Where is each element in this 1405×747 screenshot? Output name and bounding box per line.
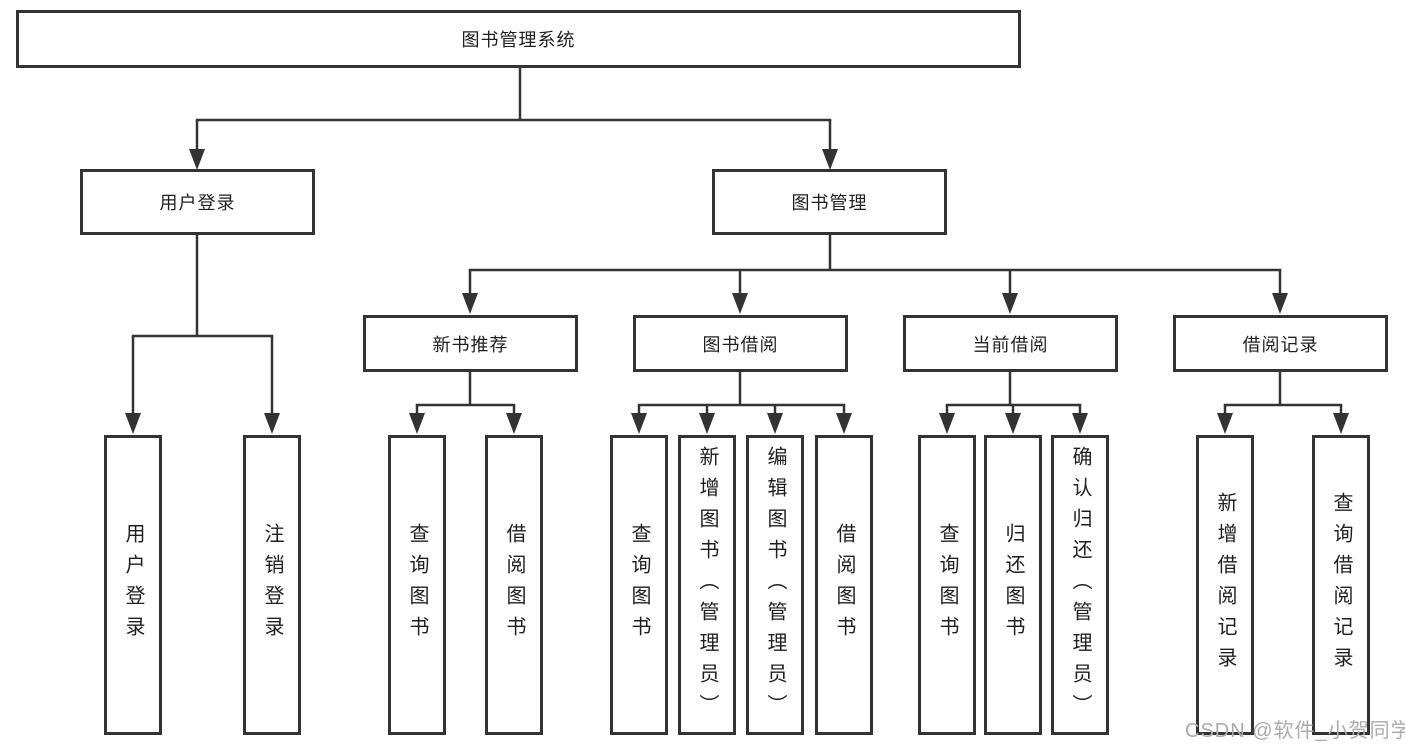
leaf-add-borrow-record: 新增借阅记录 (1196, 435, 1254, 735)
leaf-logout-label: 注销登录 (261, 523, 283, 647)
leaf-query-books-current-label: 查询图书 (936, 523, 958, 647)
node-user-login: 用户登录 (80, 169, 315, 235)
leaf-borrow-books-recommend-label: 借阅图书 (503, 523, 525, 647)
leaf-query-borrow-record-label: 查询借阅记录 (1330, 492, 1352, 678)
leaf-borrow-books-label: 借阅图书 (833, 523, 855, 647)
leaf-edit-book-admin: 编辑图书（管理员） (746, 435, 804, 735)
leaf-return-book-label: 归还图书 (1002, 523, 1024, 647)
leaf-query-books-borrow-label: 查询图书 (628, 523, 650, 647)
leaf-user-login-label: 用户登录 (122, 523, 144, 647)
leaf-query-books-recommend-label: 查询图书 (406, 523, 428, 647)
node-borrow-records: 借阅记录 (1173, 315, 1388, 372)
node-new-book-recommend: 新书推荐 (363, 315, 578, 372)
leaf-query-books-current: 查询图书 (918, 435, 976, 735)
leaf-user-login: 用户登录 (104, 435, 162, 735)
leaf-logout: 注销登录 (243, 435, 301, 735)
node-book-management: 图书管理 (712, 169, 947, 235)
leaf-query-books-borrow: 查询图书 (610, 435, 668, 735)
leaf-query-borrow-record: 查询借阅记录 (1312, 435, 1370, 735)
leaf-borrow-books: 借阅图书 (815, 435, 873, 735)
leaf-edit-book-admin-label: 编辑图书（管理员） (764, 445, 786, 725)
node-current-borrow: 当前借阅 (903, 315, 1118, 372)
leaf-confirm-return-admin-label: 确认归还（管理员） (1069, 445, 1091, 725)
leaf-return-book: 归还图书 (984, 435, 1042, 735)
leaf-add-book-admin: 新增图书（管理员） (678, 435, 736, 735)
leaf-query-books-recommend: 查询图书 (388, 435, 446, 735)
leaf-confirm-return-admin: 确认归还（管理员） (1051, 435, 1109, 735)
watermark: CSDN @软件_小贺同学 (1185, 720, 1405, 742)
node-root: 图书管理系统 (16, 10, 1021, 68)
node-book-borrow: 图书借阅 (633, 315, 848, 372)
leaf-borrow-books-recommend: 借阅图书 (485, 435, 543, 735)
leaf-add-book-admin-label: 新增图书（管理员） (696, 445, 718, 725)
leaf-add-borrow-record-label: 新增借阅记录 (1214, 492, 1236, 678)
